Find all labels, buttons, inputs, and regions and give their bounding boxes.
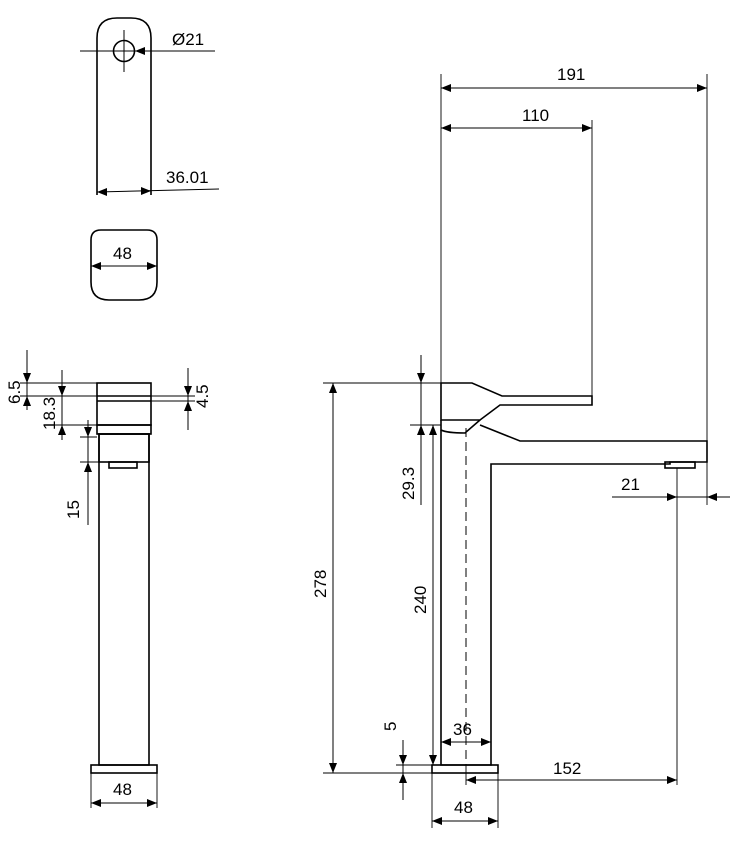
arrow-base-thickness-top <box>399 755 407 765</box>
dim-label-body-height: 240 <box>411 586 430 614</box>
dim-label-side-collar: 15 <box>64 500 83 519</box>
arrow-side-thickness-bottom <box>184 401 192 411</box>
arrow-side-top-gap-top <box>23 373 31 383</box>
dim-label-side-lever-thickness: 4.5 <box>193 384 212 408</box>
arrow-front-base-left <box>432 817 442 825</box>
dim-label-front-base: 48 <box>454 798 473 817</box>
arrow-lever-rise-top <box>417 373 425 383</box>
top-view: Ø21 36.01 48 <box>80 17 220 301</box>
dim-line-neck-width <box>96 188 220 193</box>
arrow-handle-right <box>147 262 157 270</box>
arrow-side-collar-top <box>84 427 92 437</box>
arrow-total-height-bottom <box>329 763 337 773</box>
arrow-base-thickness-bottom <box>399 773 407 783</box>
dim-label-neck-width: 36.01 <box>166 168 209 187</box>
front-view-body-spout <box>440 424 708 766</box>
side-view-base <box>90 764 158 774</box>
dim-label-total-reach: 191 <box>557 65 585 84</box>
side-view-body <box>98 433 150 766</box>
arrow-side-base-left <box>91 799 101 807</box>
arrow-side-top-gap-bottom <box>23 396 31 406</box>
side-view: 6.5 18.3 4.5 15 48 <box>5 350 212 808</box>
arrow-side-collar-bottom <box>84 462 92 472</box>
arrow-side-lever-height-top <box>58 386 66 396</box>
dim-label-total-height: 278 <box>311 570 330 598</box>
side-view-lever-block <box>96 382 152 426</box>
dim-label-handle-width: 48 <box>113 244 132 263</box>
front-view-collar <box>440 419 481 434</box>
arrow-neck-width-left <box>97 188 107 196</box>
arrow-body-width-left <box>441 738 451 746</box>
dim-label-side-top-gap: 6.5 <box>5 380 24 404</box>
side-view-aerator <box>108 461 138 469</box>
front-view-base <box>431 764 499 774</box>
dim-label-lever-length: 110 <box>522 106 549 125</box>
front-view: 191 110 278 29.3 240 21 <box>311 65 730 828</box>
front-view-aerator <box>664 461 696 469</box>
dim-label-side-lever-height: 18.3 <box>40 397 59 430</box>
arrow-handle-left <box>91 262 101 270</box>
side-view-collar <box>96 424 152 435</box>
arrow-front-base-right <box>488 817 498 825</box>
dim-label-body-width: 36 <box>453 720 472 739</box>
arrow-hole-diameter <box>135 47 145 55</box>
dim-label-base-thickness: 5 <box>381 722 400 731</box>
dim-label-spout-reach: 152 <box>553 759 581 778</box>
dim-label-lever-rise: 29.3 <box>399 467 418 500</box>
arrow-total-height-top <box>329 383 337 393</box>
arrow-side-lever-height-bottom <box>58 425 66 435</box>
arrow-neck-width-right <box>141 187 151 195</box>
arrow-total-reach-left <box>441 84 451 92</box>
dim-label-aerator: 21 <box>621 475 640 494</box>
arrow-lever-length-right <box>582 124 592 132</box>
arrow-aerator-left <box>667 493 677 501</box>
top-view-lever-outline <box>96 17 152 195</box>
arrow-body-width-right <box>481 738 491 746</box>
dim-label-hole-diameter: Ø21 <box>172 30 204 49</box>
arrow-spout-reach-right <box>667 776 677 784</box>
arrow-total-reach-right <box>697 84 707 92</box>
arrow-spout-reach-left <box>466 776 476 784</box>
arrow-body-height-top <box>429 425 437 435</box>
side-view-neck <box>98 433 150 463</box>
top-view-handle-outline <box>90 229 158 301</box>
front-view-lever <box>440 382 593 421</box>
arrow-lever-length-left <box>441 124 451 132</box>
arrow-side-thickness-top <box>184 386 192 396</box>
arrow-lever-rise-bottom <box>417 425 425 435</box>
arrow-body-height-bottom <box>429 755 437 765</box>
dim-label-side-base: 48 <box>113 780 132 799</box>
arrow-side-base-right <box>147 799 157 807</box>
arrow-aerator-right <box>707 493 717 501</box>
